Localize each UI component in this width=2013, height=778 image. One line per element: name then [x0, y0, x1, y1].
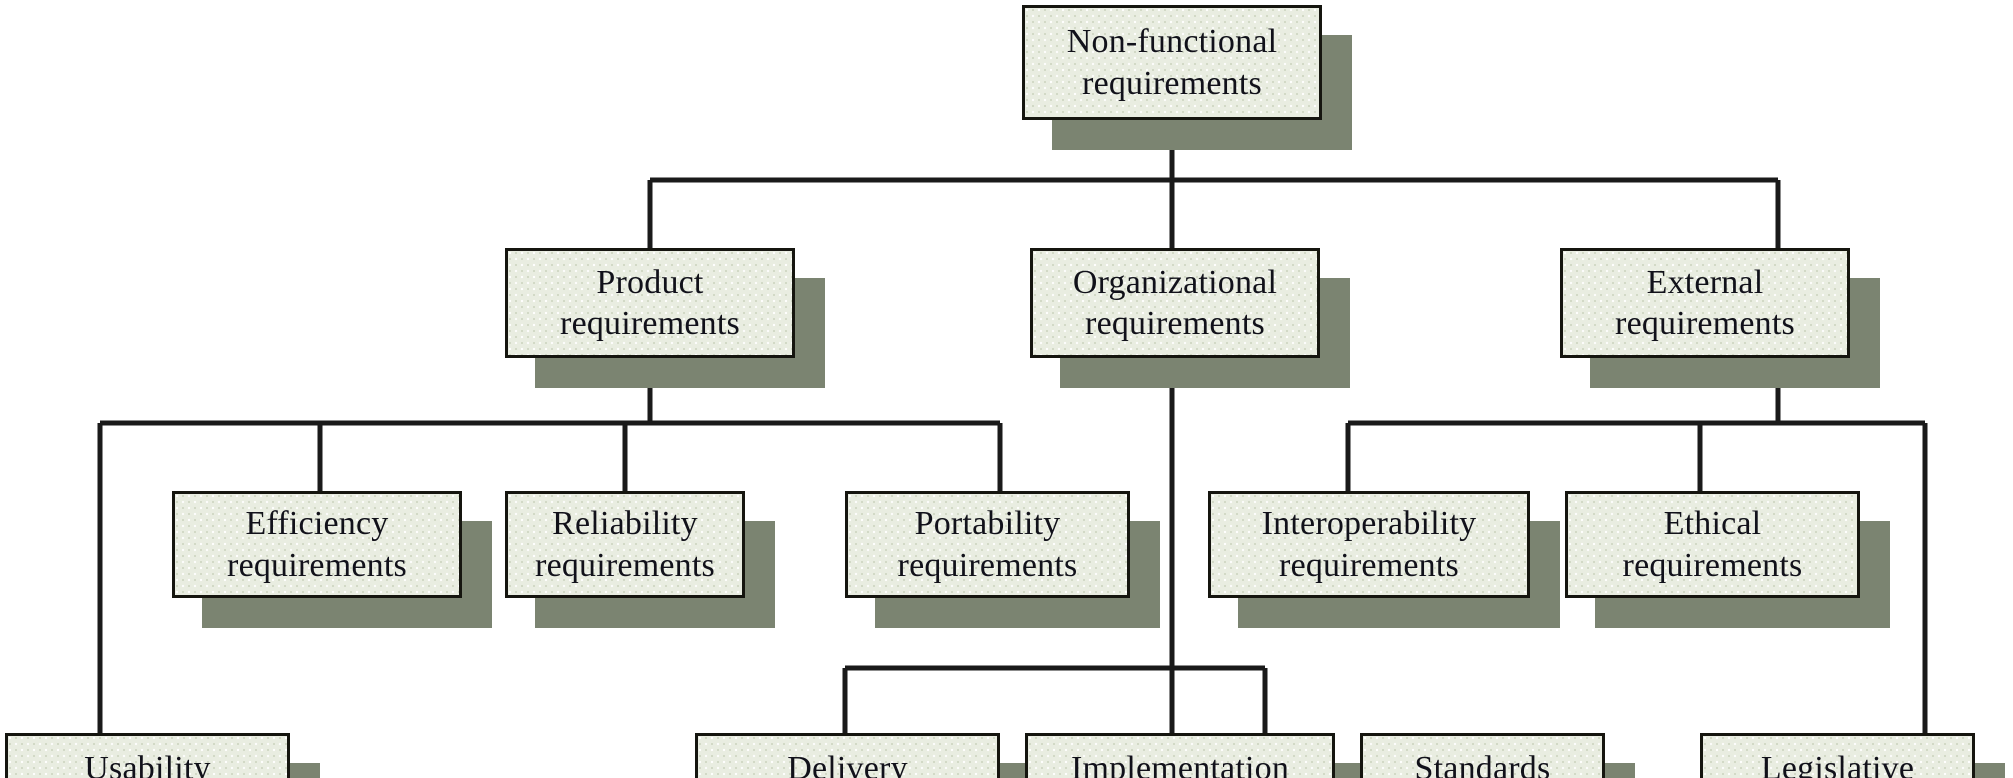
node-label-line: requirements [897, 546, 1078, 584]
node-organizational-requirements[interactable]: Organizational requirements [1030, 248, 1320, 358]
node-efficiency-requirements[interactable]: Efficiency requirements [172, 491, 462, 598]
node-label-line: Interoperability [1261, 505, 1477, 543]
node-label-line: Portability [914, 505, 1061, 543]
node-label-line: requirements [1622, 546, 1803, 584]
node-product-requirements[interactable]: Product requirements [505, 248, 795, 358]
node-non-functional-requirements[interactable]: Non-functional requirements [1022, 5, 1322, 120]
node-label-line: requirements [1082, 64, 1262, 102]
node-usability-requirements[interactable]: Usability [5, 733, 290, 778]
node-label-line: Standards [1414, 750, 1551, 778]
node-label-line: External [1646, 263, 1764, 301]
node-interoperability-requirements[interactable]: Interoperability requirements [1208, 491, 1530, 598]
node-label-line: Organizational [1072, 263, 1278, 301]
node-label-line: Delivery [787, 750, 908, 778]
node-portability-requirements[interactable]: Portability requirements [845, 491, 1130, 598]
node-label-line: requirements [1279, 546, 1459, 584]
node-ethical-requirements[interactable]: Ethical requirements [1565, 491, 1860, 598]
node-delivery-requirements[interactable]: Delivery [695, 733, 1000, 778]
node-label-line: Efficiency [245, 505, 389, 543]
node-label-line: requirements [535, 546, 715, 584]
node-label-line: requirements [560, 305, 740, 342]
node-label-line: Product [596, 263, 704, 301]
node-legislative-requirements[interactable]: Legislative [1700, 733, 1975, 778]
node-label-line: requirements [1615, 305, 1795, 342]
node-label-line: Usability [84, 750, 211, 778]
node-label-line: Ethical [1663, 505, 1762, 543]
node-label-line: Legislative [1760, 750, 1915, 778]
node-label-line: Non-functional [1066, 23, 1278, 61]
node-reliability-requirements[interactable]: Reliability requirements [505, 491, 745, 598]
node-implementation-requirements[interactable]: Implementation [1025, 733, 1335, 778]
node-label-line: Implementation [1070, 750, 1290, 778]
node-external-requirements[interactable]: External requirements [1560, 248, 1850, 358]
node-label-line: Reliability [552, 505, 698, 543]
node-standards-requirements[interactable]: Standards [1360, 733, 1605, 778]
node-label-line: requirements [1085, 305, 1265, 342]
node-label-line: requirements [227, 546, 407, 584]
